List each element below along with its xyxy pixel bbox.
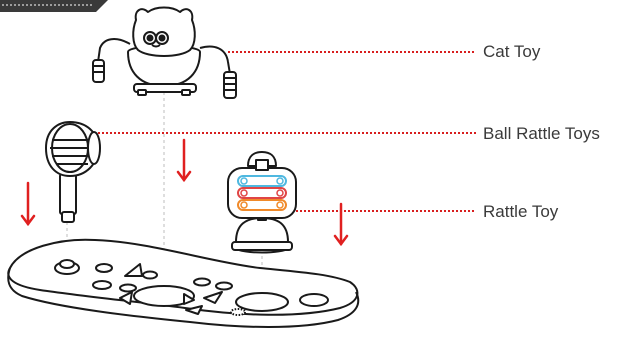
label-ball-rattle-toys: Ball Rattle Toys [483,124,600,143]
cat-toy [92,6,237,99]
label-rattle-toy: Rattle Toy [483,202,559,221]
arrow-down-icon [176,138,192,183]
rattle-toy [227,151,297,254]
label-cat-toy: Cat Toy [483,42,541,61]
base-tray [7,238,360,328]
corner-tab [0,0,108,12]
arrow-down-icon [20,181,36,227]
ball-rattle-toy [45,121,101,223]
leader-lines [98,51,476,212]
arrow-down-icon [333,202,349,247]
